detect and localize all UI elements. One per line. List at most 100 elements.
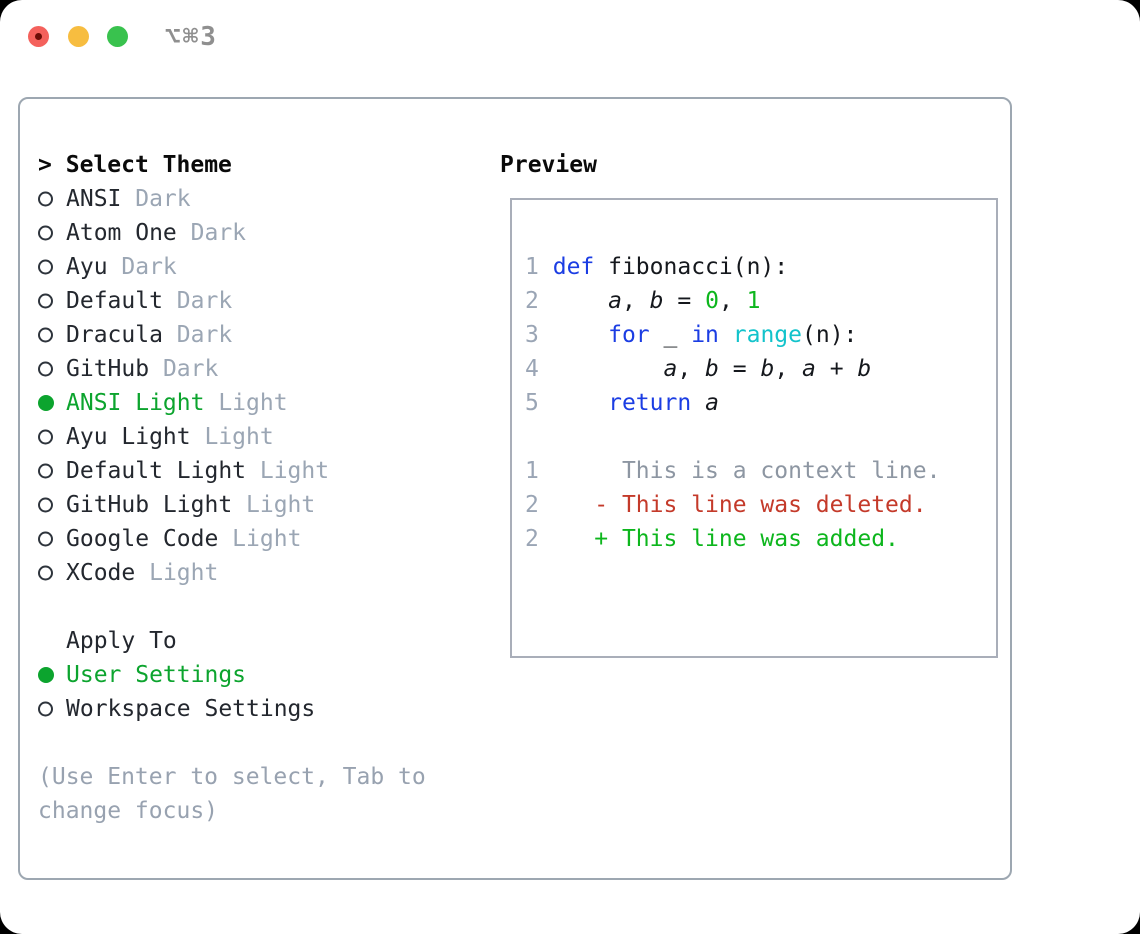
diff-segment-plain (539, 526, 594, 552)
apply-option-workspace-settings[interactable]: Workspace Settings (38, 692, 478, 726)
code-segment-var: a (705, 390, 719, 416)
theme-option-xcode[interactable]: XCode Light (38, 556, 478, 590)
theme-option-google-code[interactable]: Google Code Light (38, 522, 478, 556)
code-segment-var: a (663, 356, 678, 382)
apply-to-title: Apply To (66, 628, 177, 654)
code-segment-plain: = (718, 356, 761, 382)
code-segment-plain: , (621, 288, 650, 314)
radio-selected-icon (38, 667, 54, 683)
code-segment-keyword: return (608, 390, 692, 416)
theme-variant-tag: Dark (121, 186, 191, 212)
code-segment-var: a (802, 356, 816, 382)
theme-option-ayu-light[interactable]: Ayu Light Light (38, 420, 478, 454)
theme-label: Ayu (66, 254, 108, 280)
theme-variant-tag: Dark (162, 288, 233, 314)
diff-preview: 1 This is a context line.2 - This line w… (525, 454, 996, 556)
diff-segment-added: + This line was added. (594, 526, 899, 552)
code-segment-plain (539, 356, 664, 382)
code-segment-keyword: in (691, 322, 719, 348)
spacer (525, 420, 996, 454)
code-segment-var: b (857, 356, 872, 382)
theme-label: GitHub (66, 356, 150, 382)
line-number: 1 (525, 458, 539, 484)
code-segment-keyword: def (552, 254, 595, 280)
code-line: 4 a, b = b, a + b (525, 352, 996, 386)
theme-label: Ayu Light (66, 424, 191, 450)
zoom-button[interactable] (107, 26, 128, 47)
theme-label: GitHub Light (66, 492, 233, 518)
titlebar: ⌥⌘3 (0, 0, 1140, 75)
theme-variant-tag: Light (246, 458, 330, 484)
line-number: 2 (525, 288, 539, 314)
code-line: 2 a, b = 0, 1 (525, 284, 996, 318)
apply-label: User Settings (66, 662, 247, 688)
code-segment-builtin: range (732, 322, 803, 348)
code-segment-keyword: for (608, 322, 650, 348)
theme-variant-tag: Light (135, 560, 219, 586)
radio-icon (38, 293, 53, 309)
radio-icon (38, 327, 53, 343)
theme-variant-tag: Dark (176, 220, 247, 246)
radio-icon (38, 565, 53, 581)
code-segment-var: b (705, 356, 719, 382)
theme-option-default[interactable]: Default Dark (38, 284, 478, 318)
theme-variant-tag: Light (218, 526, 302, 552)
apply-option-user-settings[interactable]: User Settings (38, 658, 478, 692)
theme-option-dracula[interactable]: Dracula Dark (38, 318, 478, 352)
line-number: 5 (525, 390, 539, 416)
theme-label: XCode (66, 560, 136, 586)
line-number: 2 (525, 492, 539, 518)
code-segment-plain (539, 322, 608, 348)
radio-icon (38, 361, 53, 377)
radio-icon (38, 701, 53, 717)
code-segment-plain: _ (649, 322, 692, 348)
diff-segment-plain (539, 492, 594, 518)
code-segment-plain: = (663, 288, 706, 314)
radio-icon (38, 225, 53, 241)
apply-to-header: Apply To (38, 624, 478, 658)
theme-option-default-light[interactable]: Default Light Light (38, 454, 478, 488)
theme-variant-tag: Dark (162, 322, 233, 348)
minimize-button[interactable] (68, 26, 89, 47)
radio-icon (38, 497, 53, 513)
diff-line: 2 + This line was added. (525, 522, 996, 556)
close-button[interactable] (28, 26, 49, 47)
code-segment-plain: , (774, 356, 803, 382)
diff-line: 2 - This line was deleted. (525, 488, 996, 522)
theme-label: Atom One (66, 220, 177, 246)
theme-label: Google Code (66, 526, 219, 552)
code-segment-plain (539, 288, 608, 314)
code-line: 1 def fibonacci(n): (525, 250, 996, 284)
code-segment-var: a (608, 288, 622, 314)
radio-icon (38, 259, 53, 275)
apply-label: Workspace Settings (66, 696, 316, 722)
theme-option-ayu[interactable]: Ayu Dark (38, 250, 478, 284)
theme-option-github[interactable]: GitHub Dark (38, 352, 478, 386)
theme-option-atom-one[interactable]: Atom One Dark (38, 216, 478, 250)
theme-variant-tag: Light (190, 424, 274, 450)
code-line: 5 return a (525, 386, 996, 420)
line-number: 4 (525, 356, 539, 382)
theme-label: Default Light (66, 458, 247, 484)
code-segment-number: 1 (746, 288, 761, 314)
theme-variant-tag: Dark (149, 356, 219, 382)
preview-header: Preview (500, 148, 597, 182)
theme-option-github-light[interactable]: GitHub Light Light (38, 488, 478, 522)
radio-icon (38, 531, 53, 547)
code-line: 3 for _ in range(n): (525, 318, 996, 352)
code-segment-plain: + (815, 356, 858, 382)
focus-caret-icon: > (38, 152, 52, 178)
line-number: 3 (525, 322, 539, 348)
theme-label: Default (66, 288, 163, 314)
code-segment-plain (539, 390, 608, 416)
code-segment-plain: , (718, 288, 747, 314)
diff-line: 1 This is a context line. (525, 454, 996, 488)
theme-option-ansi-light[interactable]: ANSI Light Light (38, 386, 478, 420)
code-segment-var: b (760, 356, 775, 382)
spacer (38, 590, 478, 624)
theme-option-ansi[interactable]: ANSI Dark (38, 182, 478, 216)
theme-variant-tag: Dark (107, 254, 177, 280)
theme-variant-tag: Light (232, 492, 316, 518)
